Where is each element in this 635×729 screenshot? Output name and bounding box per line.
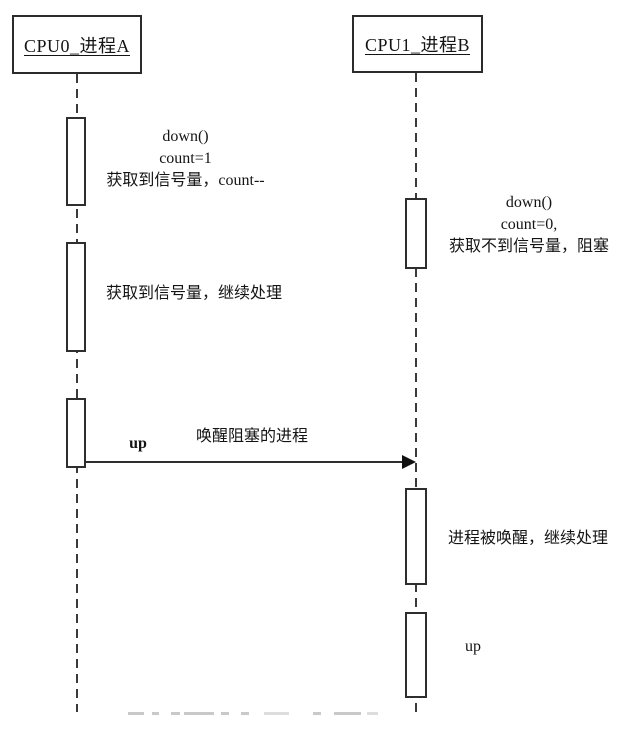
note-cpu0-down: down() count=1 获取到信号量，count-- [83,126,288,192]
note-cpu0-down-line1: down() [162,128,209,145]
note-cpu1-wakeup-line1: 进程被唤醒，继续处理 [447,530,608,547]
note-cpu0-down-line3: 获取到信号量，count-- [106,172,265,189]
cropped-text-remnant [264,712,289,715]
cropped-text-remnant [221,712,229,715]
note-cpu0-continue-line1: 获取到信号量，继续处理 [105,285,282,302]
note-cpu1-down-line2: count=0, [500,216,558,233]
activation-cpu1-down-blocked [405,198,427,269]
message-description: 唤醒阻塞的进程 [195,428,308,445]
lifeline-cpu1 [415,73,417,716]
actor-label-cpu1-process-b: CPU1_进程B [364,35,471,55]
activation-cpu0-continue [66,242,86,352]
activation-cpu1-up [405,612,427,698]
note-cpu1-down: down() count=0, 获取不到信号量，阻塞 [430,192,628,258]
activation-cpu1-woken [405,488,427,585]
actor-box-cpu0-process-a: CPU0_进程A [12,15,142,74]
cropped-text-remnant [152,712,159,715]
note-cpu0-continue: 获取到信号量，继续处理 [89,283,299,305]
note-cpu1-down-line1: down() [505,194,553,211]
message-arrow-up [86,461,404,463]
note-cpu0-down-line2: count=1 [159,150,212,167]
actor-box-cpu1-process-b: CPU1_进程B [352,15,483,73]
arrowhead-icon [402,455,416,469]
cropped-text-remnant [241,712,249,715]
activation-cpu0-up [66,398,86,468]
note-cpu1-down-line3: 获取不到信号量，阻塞 [448,238,609,255]
activation-cpu0-down [66,117,86,206]
cropped-text-remnant [313,712,321,715]
note-cpu1-up-line1: up [465,638,481,655]
lifeline-cpu0 [76,74,78,712]
message-name-up: up [129,435,147,452]
note-cpu1-wakeup: 进程被唤醒，继续处理 [430,528,626,550]
note-cpu1-up: up [443,636,503,658]
cropped-text-remnant [184,712,214,715]
cropped-text-remnant [334,712,361,715]
cropped-text-remnant [128,712,144,715]
cropped-text-remnant [171,712,180,715]
cropped-text-remnant [367,712,378,715]
actor-label-cpu0-process-a: CPU0_进程A [23,35,130,56]
